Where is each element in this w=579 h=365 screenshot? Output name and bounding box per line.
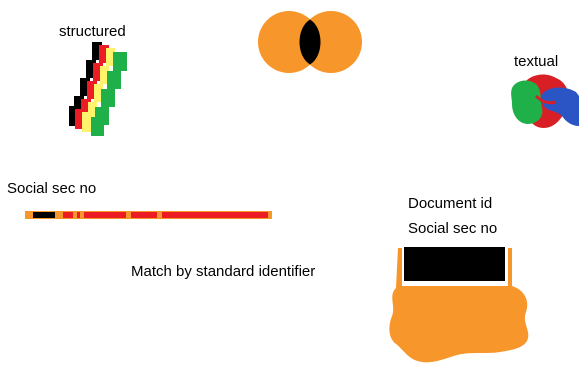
document-icon <box>389 247 529 363</box>
document-identifier-field <box>404 247 505 281</box>
record-card-stack-3 <box>80 78 115 107</box>
textual-data-icon <box>511 74 579 128</box>
social-sec-no-label-right: Social sec no <box>408 220 498 237</box>
match-caption: Match by standard identifier <box>131 263 316 280</box>
record-card-stack-5 <box>69 106 104 136</box>
structured-label: structured <box>59 23 126 40</box>
record-card-stack-2 <box>86 60 121 89</box>
record-card-stack-1 <box>92 42 127 71</box>
social-sec-no-label-left: Social sec no <box>7 180 97 197</box>
document-id-label: Document id <box>408 195 493 212</box>
textual-label: textual <box>514 53 559 70</box>
identifier-bar <box>25 211 272 219</box>
venn-overlap-icon <box>258 11 362 73</box>
structured-data-icon <box>69 42 127 136</box>
